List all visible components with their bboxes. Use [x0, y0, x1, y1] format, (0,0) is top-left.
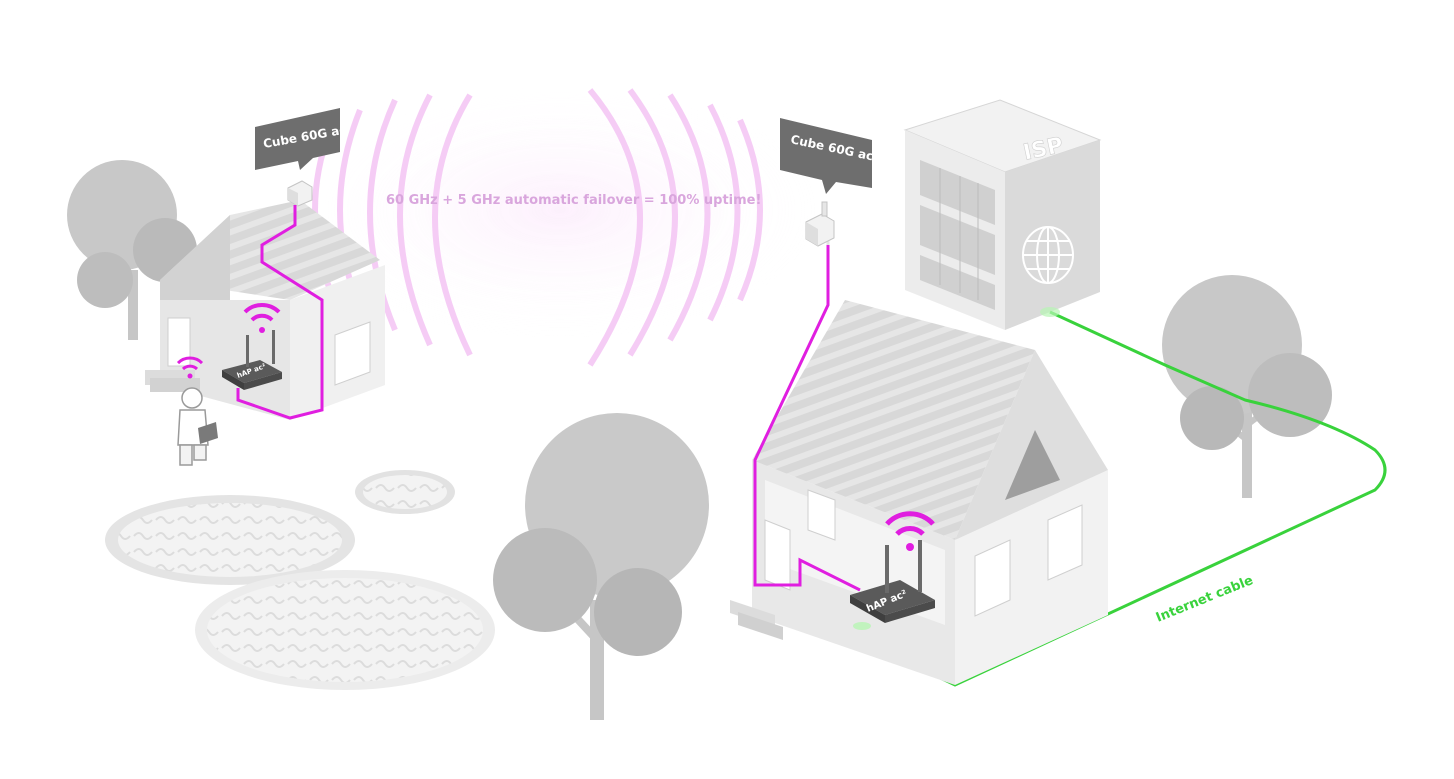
internet-cable-label: Internet cable — [1154, 573, 1256, 626]
globe-icon — [1022, 226, 1074, 284]
link-caption: 60 GHz + 5 GHz automatic failover = 100%… — [386, 193, 761, 208]
person-with-laptop — [177, 387, 218, 466]
pool-large — [105, 495, 495, 690]
cube-device-left — [287, 180, 313, 207]
router-left: hAP ac² — [222, 330, 282, 390]
magenta-cable-right — [753, 245, 861, 592]
callout-left: Cube 60G ac — [255, 108, 347, 170]
wifi-icon-person — [176, 356, 204, 379]
router-right: hAP ac² — [850, 540, 935, 623]
pool-small — [355, 470, 455, 514]
isp-building: ISP — [903, 99, 1102, 330]
internet-cable — [858, 310, 1387, 687]
magenta-cable-left — [236, 205, 324, 420]
cable-glow-isp — [1040, 307, 1060, 317]
tree-right — [1162, 275, 1332, 498]
house-right — [730, 300, 1108, 685]
wireless-link-waves — [300, 80, 820, 367]
wifi-icon-right-router — [885, 511, 935, 551]
callout-right: Cube 60G ac — [780, 118, 875, 194]
tree-center — [493, 413, 709, 720]
cable-glow-router — [853, 622, 871, 630]
wifi-icon-left-router — [243, 302, 281, 333]
